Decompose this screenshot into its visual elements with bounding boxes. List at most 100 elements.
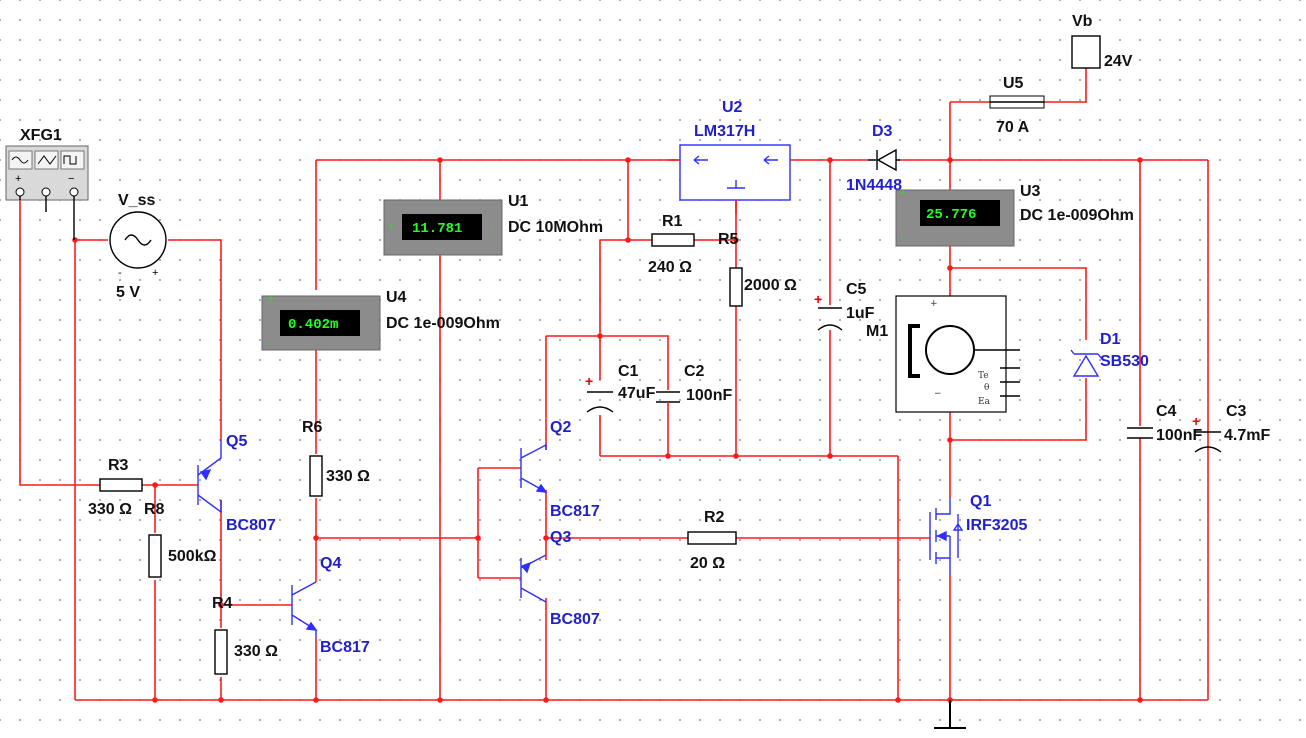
u4-mode: DC 1e-009Ohm <box>386 315 500 332</box>
function-generator-xfg1[interactable]: XFG1 + − <box>5 127 89 240</box>
mosfet-q1[interactable]: Q1 IRF3205 <box>929 493 1027 576</box>
c3-label: C3 <box>1226 403 1247 420</box>
q4-label: Q4 <box>320 555 341 572</box>
u3-reading: 25.776 <box>926 207 976 223</box>
r8-label: R8 <box>144 501 165 518</box>
diode-d3[interactable]: D3 1N4448 <box>846 123 902 194</box>
u5-value: 70 A <box>996 119 1030 136</box>
r8-value: 500kΩ <box>168 548 217 565</box>
resistor-r3[interactable]: R3 330 Ω <box>88 457 143 518</box>
ground-symbol <box>934 700 966 729</box>
r3-value: 330 Ω <box>88 501 132 518</box>
svg-text:+: + <box>930 299 938 309</box>
svg-text:+: + <box>900 188 906 199</box>
regulator-u2[interactable]: U2 LM317H <box>668 99 791 214</box>
xfg1-term-minus: − <box>68 173 74 185</box>
q2-label: Q2 <box>550 419 571 436</box>
vss-pos-sign: + <box>152 267 158 279</box>
q1-label: Q1 <box>970 493 991 510</box>
q1-part: IRF3205 <box>966 517 1027 534</box>
c1-value: 47uF <box>618 385 656 402</box>
r2-label: R2 <box>704 509 725 526</box>
resistor-r2[interactable]: R2 20 Ω <box>687 509 737 572</box>
fuse-u5[interactable]: U5 70 A <box>989 75 1045 136</box>
r5-value: 2000 Ω <box>744 277 797 294</box>
c5-value: 1uF <box>846 305 875 322</box>
capacitor-c3[interactable]: + C3 4.7mF <box>1192 403 1270 453</box>
junctions <box>72 157 1143 703</box>
vss-label: V_ss <box>118 192 155 209</box>
svg-text:−: − <box>934 389 942 399</box>
d1-label: D1 <box>1100 331 1121 348</box>
svg-text:+: + <box>268 294 274 305</box>
resistor-r1[interactable]: R1 240 Ω <box>648 213 695 276</box>
svg-text:+: + <box>388 222 394 233</box>
u1-mode: DC 10MOhm <box>508 219 603 236</box>
motor-m1[interactable]: + − M1 Te θ Ea <box>866 295 1020 413</box>
u3-mode: DC 1e-009Ohm <box>1020 207 1134 224</box>
c1-label: C1 <box>618 363 639 380</box>
capacitor-c1[interactable]: + C1 47uF <box>585 363 656 413</box>
r6-label: R6 <box>302 419 323 436</box>
c2-label: C2 <box>684 363 705 380</box>
u4-reading: 0.402m <box>288 317 338 333</box>
transistor-q4[interactable]: Q4 BC817 <box>291 555 370 656</box>
voltmeter-u1[interactable]: 11.781 + - U1 DC 10MOhm <box>383 193 603 256</box>
resistor-r4[interactable]: R4 330 Ω <box>212 595 278 675</box>
svg-text:-: - <box>490 222 493 233</box>
c5-label: C5 <box>846 281 867 298</box>
c2-value: 100nF <box>686 387 732 404</box>
capacitor-c2[interactable]: C2 100nF <box>656 363 732 408</box>
r1-label: R1 <box>662 213 683 230</box>
vss-neg-sign: - <box>118 267 122 279</box>
voltage-source-vss[interactable]: V_ss - + 5 V <box>109 192 167 301</box>
wires <box>19 68 1209 701</box>
u2-label: U2 <box>722 99 743 116</box>
vb-label: Vb <box>1072 13 1093 30</box>
r4-value: 330 Ω <box>234 643 278 660</box>
resistor-r6[interactable]: R6 330 Ω <box>302 419 370 497</box>
q2-part: BC817 <box>550 503 600 520</box>
r3-label: R3 <box>108 457 129 474</box>
capacitor-c4[interactable]: C4 100nF <box>1127 403 1202 444</box>
q4-part: BC817 <box>320 639 370 656</box>
resistor-r5[interactable]: R5 2000 Ω <box>718 231 797 307</box>
svg-text:+: + <box>585 373 593 389</box>
resistor-r8[interactable]: R8 500kΩ <box>144 501 217 578</box>
m1-label-theta: θ <box>984 383 989 393</box>
q3-label: Q3 <box>550 529 571 546</box>
r4-label: R4 <box>212 595 233 612</box>
q5-label: Q5 <box>226 433 247 450</box>
ammeter-u3[interactable]: 25.776 + - U3 DC 1e-009Ohm <box>895 183 1134 247</box>
r6-value: 330 Ω <box>326 468 370 485</box>
c3-value: 4.7mF <box>1224 427 1270 444</box>
svg-text:-: - <box>268 336 271 347</box>
svg-text:+: + <box>814 291 822 307</box>
u3-label: U3 <box>1020 183 1041 200</box>
transistor-q5[interactable]: Q5 BC807 <box>197 433 276 534</box>
vb-value: 24V <box>1104 53 1133 70</box>
u5-label: U5 <box>1003 75 1024 92</box>
r1-value: 240 Ω <box>648 259 692 276</box>
vss-value: 5 V <box>116 284 140 301</box>
u1-reading: 11.781 <box>412 221 462 237</box>
transistor-q3[interactable]: Q3 BC807 <box>520 529 600 628</box>
u1-label: U1 <box>508 193 529 210</box>
xfg1-label: XFG1 <box>20 127 62 144</box>
c4-value: 100nF <box>1156 427 1202 444</box>
m1-label: M1 <box>866 323 888 340</box>
svg-text:-: - <box>900 232 903 243</box>
m1-label-ea: Ea <box>978 397 991 407</box>
q5-part: BC807 <box>226 517 276 534</box>
xfg1-term-plus: + <box>15 173 21 185</box>
voltage-source-vb[interactable]: Vb 24V <box>1071 13 1133 70</box>
u2-part: LM317H <box>694 123 755 140</box>
diode-d1[interactable]: D1 SB530 <box>1070 331 1149 377</box>
r5-label: R5 <box>718 231 739 248</box>
capacitor-c5[interactable]: + C5 1uF <box>814 281 875 331</box>
ammeter-u4[interactable]: 0.402m + - U4 DC 1e-009Ohm <box>261 289 500 351</box>
transistor-q2[interactable]: Q2 BC817 <box>520 419 600 520</box>
m1-label-te: Te <box>978 371 989 381</box>
d3-part: 1N4448 <box>846 177 902 194</box>
